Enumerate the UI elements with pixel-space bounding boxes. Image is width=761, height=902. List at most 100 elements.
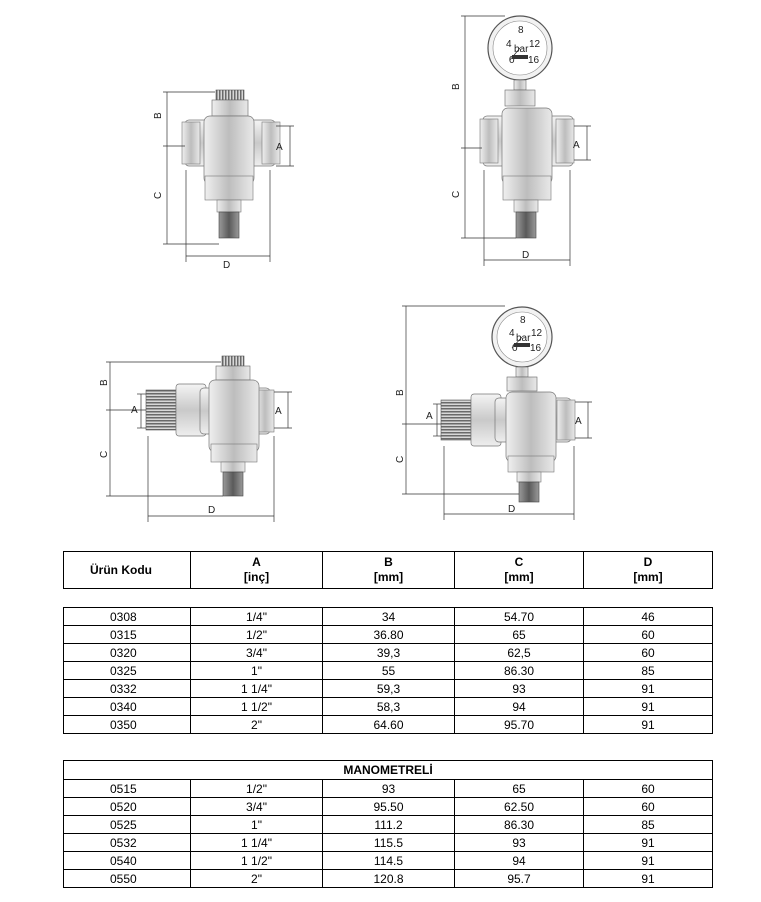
product-code-cell: 0308 (63, 607, 191, 626)
manometer-section-row: MANOMETRELİ (63, 760, 713, 780)
svg-text:8: 8 (520, 315, 526, 326)
spec-table-header: Ürün Kodu A[inç] B[mm] C[mm] D[mm] (63, 551, 713, 589)
table-cell: 86.30 (454, 661, 584, 680)
table-cell: 91 (583, 833, 713, 852)
table-cell: 91 (583, 869, 713, 888)
header-row: Ürün Kodu A[inç] B[mm] C[mm] D[mm] (63, 551, 713, 589)
table-cell: 46 (583, 607, 713, 626)
table-cell: 1 1/4" (190, 679, 323, 698)
technical-drawings: B C A D 4 8 12 0 16 bar (99, 15, 592, 522)
svg-text:C: C (99, 451, 110, 458)
table-cell: 36.80 (322, 625, 455, 644)
table-cell: 1 1/2" (190, 697, 323, 716)
svg-text:12: 12 (531, 328, 543, 339)
header-a: A[inç] (190, 551, 323, 589)
figure-valve-with-gauge: 4 8 12 0 16 bar B (451, 15, 591, 266)
svg-text:C: C (451, 191, 462, 198)
table-cell: 2" (190, 715, 323, 734)
product-code-cell: 0350 (63, 715, 191, 734)
table-cell: 93 (322, 779, 455, 798)
table-cell: 1 1/2" (190, 851, 323, 870)
table-cell: 95.70 (454, 715, 584, 734)
table-cell: 65 (454, 625, 584, 644)
table-cell: 95.50 (322, 797, 455, 816)
product-code-cell: 0550 (63, 869, 191, 888)
product-code-cell: 0320 (63, 643, 191, 662)
table-cell: 62,5 (454, 643, 584, 662)
svg-text:D: D (522, 250, 529, 261)
table-cell: 2" (190, 869, 323, 888)
svg-text:4: 4 (509, 328, 515, 339)
svg-text:4: 4 (506, 39, 512, 50)
table-cell: 95.7 (454, 869, 584, 888)
svg-text:8: 8 (518, 25, 524, 36)
table-cell: 55 (322, 661, 455, 680)
gauge-dial-2: 4 8 12 0 16 bar (509, 315, 543, 354)
header-b: B[mm] (322, 551, 455, 589)
table-cell: 1/4" (190, 607, 323, 626)
table-cell: 91 (583, 851, 713, 870)
table-cell: 39,3 (322, 643, 455, 662)
product-code-cell: 0325 (63, 661, 191, 680)
gauge-dial: 4 8 12 0 16 bar (506, 25, 541, 66)
table-cell: 91 (583, 679, 713, 698)
svg-text:B: B (395, 389, 406, 396)
table-cell: 58,3 (322, 697, 455, 716)
table-cell: 62.50 (454, 797, 584, 816)
product-code-cell: 0315 (63, 625, 191, 644)
svg-text:16: 16 (528, 55, 540, 66)
svg-text:A: A (573, 140, 580, 151)
table-cell: 115.5 (322, 833, 455, 852)
table-cell: 91 (583, 697, 713, 716)
svg-text:B: B (99, 379, 110, 386)
table-cell: 60 (583, 643, 713, 662)
figure-valve-union-with-gauge: 4 8 12 0 16 bar (395, 305, 592, 520)
table-cell: 94 (454, 851, 584, 870)
table-cell: 1 1/4" (190, 833, 323, 852)
figure-valve-union: B C A A D (99, 355, 292, 522)
svg-text:A: A (575, 416, 582, 427)
table-cell: 114.5 (322, 851, 455, 870)
table-cell: 3/4" (190, 643, 323, 662)
table-cell: 34 (322, 607, 455, 626)
svg-text:bar: bar (514, 44, 529, 55)
dim-label-c: C (153, 192, 164, 199)
svg-text:A: A (131, 405, 138, 416)
header-d: D[mm] (583, 551, 713, 589)
table-cell: 3/4" (190, 797, 323, 816)
table-cell: 60 (583, 797, 713, 816)
table-cell: 94 (454, 697, 584, 716)
product-code-cell: 0540 (63, 851, 191, 870)
table-cell: 86.30 (454, 815, 584, 834)
table-cell: 65 (454, 779, 584, 798)
dim-label-a: A (276, 142, 283, 153)
table-cell: 93 (454, 679, 584, 698)
header-product-code: Ürün Kodu (63, 551, 191, 589)
svg-text:0: 0 (509, 55, 515, 66)
product-code-cell: 0332 (63, 679, 191, 698)
svg-text:D: D (508, 504, 515, 515)
svg-text:12: 12 (529, 39, 541, 50)
table-cell: 111.2 (322, 815, 455, 834)
product-code-cell: 0525 (63, 815, 191, 834)
table-cell: 120.8 (322, 869, 455, 888)
svg-text:B: B (451, 83, 462, 90)
svg-text:0: 0 (512, 343, 518, 354)
table-cell: 1" (190, 661, 323, 680)
dim-label-d: D (223, 260, 230, 271)
table-cell: 59,3 (322, 679, 455, 698)
table-cell: 93 (454, 833, 584, 852)
table-cell: 1/2" (190, 625, 323, 644)
